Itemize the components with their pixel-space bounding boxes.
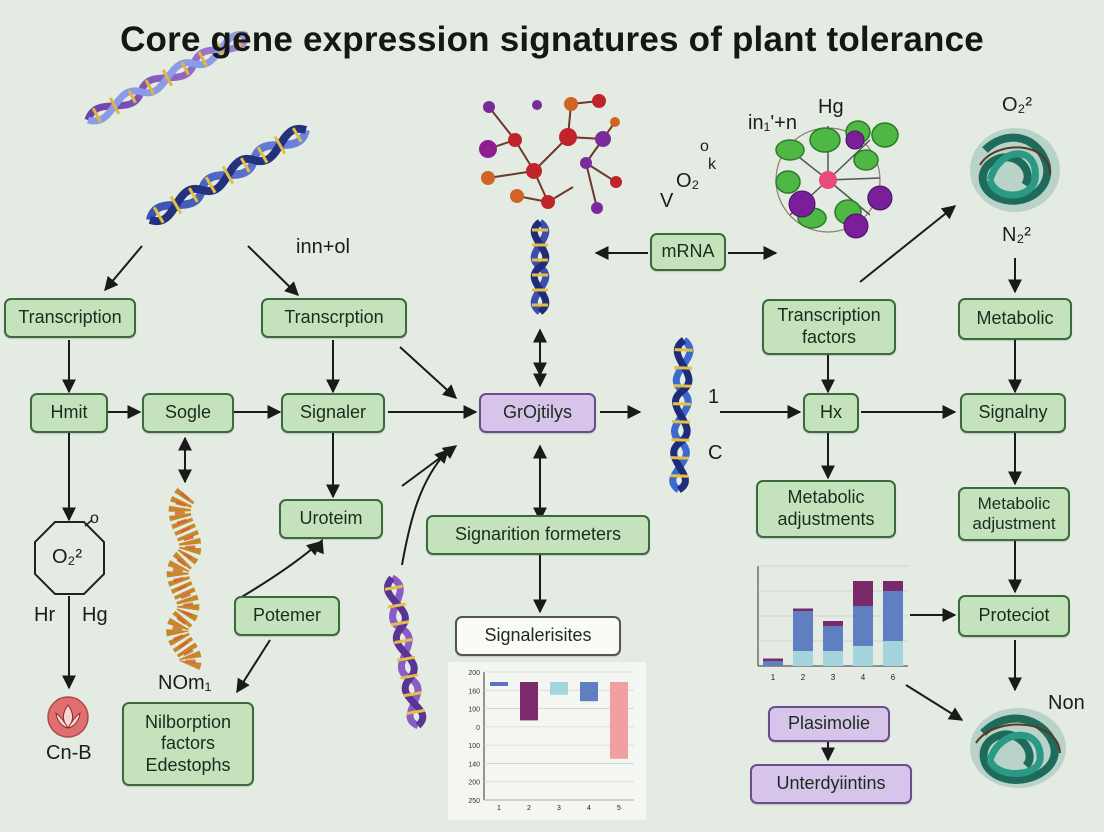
bar-segment xyxy=(793,651,813,666)
folded-protein-icon xyxy=(970,708,1066,788)
tick-label: 200 xyxy=(468,670,480,677)
node-uroteim: Uroteim xyxy=(279,499,383,539)
node-metabolic-adjustments: Metabolic adjustments xyxy=(756,480,896,538)
label-non: Non xyxy=(1048,692,1085,714)
label-o-sup: o xyxy=(700,138,709,155)
tick-label: 3 xyxy=(831,673,836,682)
label-nom1: NOm₁ xyxy=(158,672,212,694)
dna-helix-icon xyxy=(530,219,550,315)
tick-label: 1 xyxy=(497,805,501,812)
label-c: C xyxy=(708,442,723,464)
label-octagon-o: o xyxy=(90,510,99,527)
tick-label: 0 xyxy=(476,725,480,732)
tick-label: 5 xyxy=(617,805,621,812)
bar-segment xyxy=(823,651,843,666)
tick-label: 1 xyxy=(771,673,776,682)
bar-segment xyxy=(853,581,873,606)
tick-label: 250 xyxy=(468,798,480,805)
tick-label: 140 xyxy=(468,761,480,768)
bar-segment xyxy=(823,626,843,651)
bar xyxy=(520,682,538,721)
node-hx: Hx xyxy=(803,393,859,433)
folded-protein-icon xyxy=(970,128,1060,212)
node-mrna: mRNA xyxy=(650,233,726,271)
bar-segment xyxy=(883,581,903,591)
label-hg-left: Hg xyxy=(82,604,108,626)
octagon-icon xyxy=(34,519,105,595)
dna-helix-icon xyxy=(384,574,427,729)
node-metabolic-adjustment: Metabolic adjustment xyxy=(958,487,1070,541)
node-signarition: Signarition formeters xyxy=(426,515,650,555)
label-inn-ol: inn+ol xyxy=(296,236,350,258)
bar-segment xyxy=(853,606,873,646)
label-octagon-o2: O₂² xyxy=(52,546,82,568)
bar-segment xyxy=(883,591,903,641)
bar xyxy=(550,682,568,695)
node-unterdyiintins: Unterdyiintins xyxy=(750,764,912,804)
node-sogle: Sogle xyxy=(142,393,234,433)
tick-label: 100 xyxy=(468,743,480,750)
label-hr: Hr xyxy=(34,604,56,626)
node-potemer: Potemer xyxy=(234,596,340,636)
dna-helix-icon xyxy=(669,337,694,493)
node-metabolic-top: Metabolic xyxy=(958,298,1072,340)
protein-complex-icon xyxy=(775,120,899,239)
tick-label: 3 xyxy=(557,805,561,812)
node-nilborption: Nilborption factors Edestophs xyxy=(122,702,254,786)
label-k: k xyxy=(708,156,716,173)
page-title: Core gene expression signatures of plant… xyxy=(120,20,984,59)
label-n2: N₂² xyxy=(1002,224,1031,246)
dna-helix-icon xyxy=(146,124,310,226)
node-signaler: Signaler xyxy=(281,393,385,433)
tick-label: 160 xyxy=(468,688,480,695)
tick-label: 2 xyxy=(801,673,806,682)
node-proteciot: Proteciot xyxy=(958,595,1070,637)
label-one: 1 xyxy=(708,386,720,408)
label-hg-top: Hg xyxy=(818,96,844,118)
tick-label: 6 xyxy=(891,673,896,682)
protein-helix-icon xyxy=(166,487,202,675)
bar xyxy=(490,682,508,686)
lotus-icon xyxy=(47,696,89,738)
node-transcription-left: Transcription xyxy=(4,298,136,338)
node-signalny: Signalny xyxy=(960,393,1066,433)
node-plasimolie: Plasimolie xyxy=(768,706,890,742)
node-transcription-factors: Transcription factors xyxy=(762,299,896,355)
bar-segment xyxy=(793,608,813,611)
bar-segment xyxy=(853,646,873,666)
label-cn-b: Cn-B xyxy=(46,742,92,764)
bar-segment xyxy=(883,641,903,666)
label-v: V xyxy=(660,190,674,212)
label-ini-n: in₁'+n xyxy=(748,112,797,134)
label-o2-top: O₂² xyxy=(1002,94,1032,116)
label-o2-mid: O₂ xyxy=(676,170,700,192)
tick-label: 100 xyxy=(468,707,480,714)
tick-label: 4 xyxy=(587,805,591,812)
node-transcrption-mid: Transcrption xyxy=(261,298,407,338)
bar xyxy=(610,682,628,759)
double-arrow xyxy=(178,328,547,522)
molecule-icon xyxy=(479,94,622,214)
bar xyxy=(580,682,598,702)
bar-segment xyxy=(793,611,813,651)
node-signalerisites: Signalerisites xyxy=(455,616,621,656)
node-hmit: Hmit xyxy=(30,393,108,433)
tick-label: 200 xyxy=(468,780,480,787)
bar-chart: 200 160 100 0 100 140 200 250 1 2 3 4 5 xyxy=(448,662,646,820)
node-grojtilys: GrOjtilys xyxy=(479,393,596,433)
bar-segment xyxy=(823,621,843,626)
stacked-bar-chart: 1 2 3 4 6 xyxy=(757,565,908,682)
tick-label: 2 xyxy=(527,805,531,812)
dna-helix-icon xyxy=(84,31,251,125)
bar-segment xyxy=(763,661,783,666)
bar-segment xyxy=(763,658,783,661)
tick-label: 4 xyxy=(861,673,866,682)
